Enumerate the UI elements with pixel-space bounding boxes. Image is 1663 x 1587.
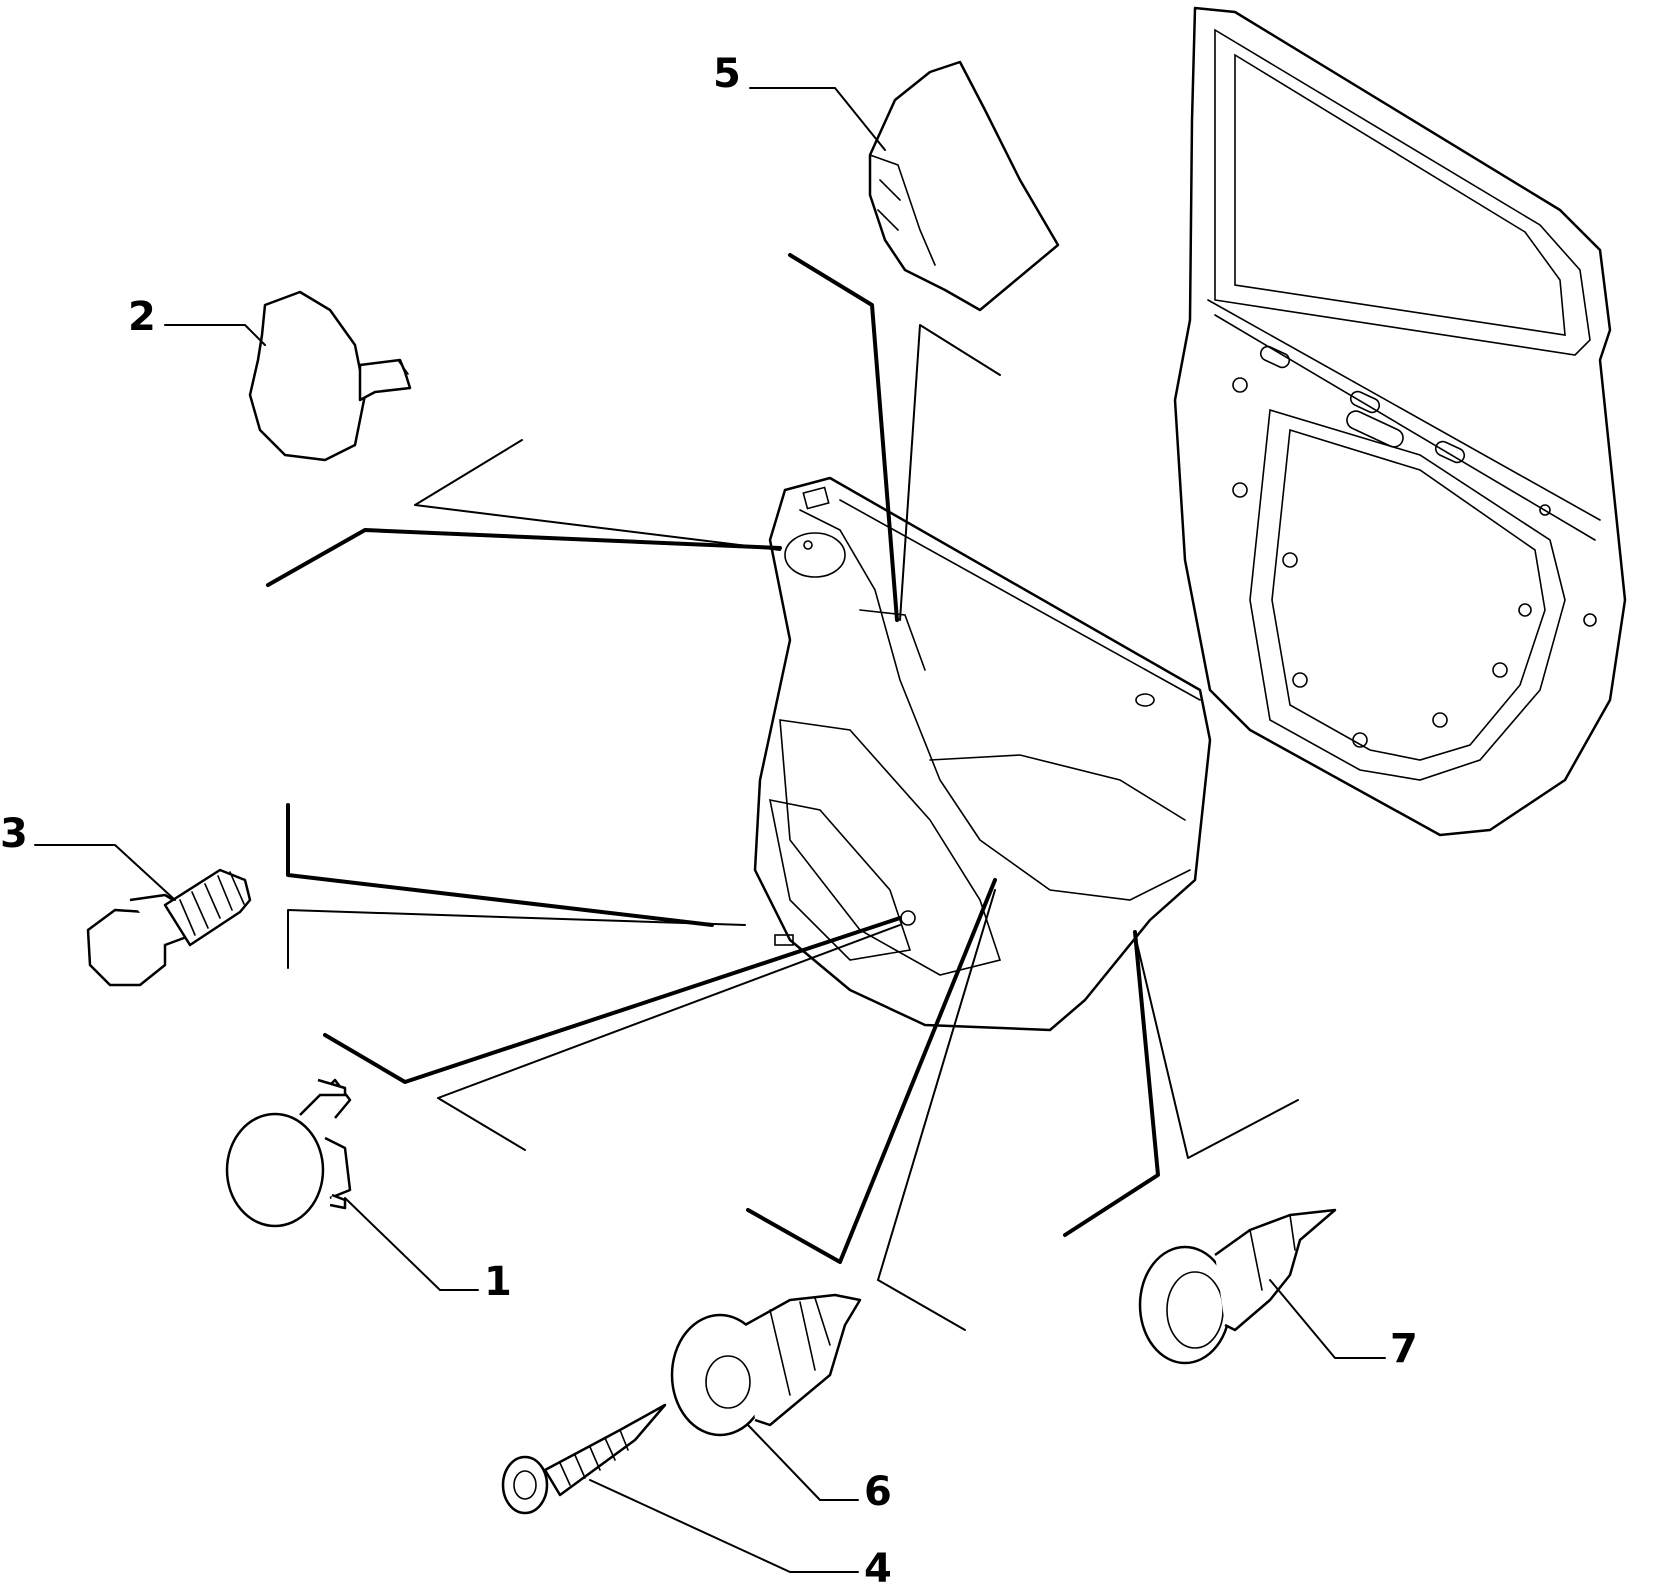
part-screw — [501, 1403, 667, 1515]
assembly-guide-lines — [266, 253, 1299, 1331]
part-push-clip — [1138, 1208, 1337, 1365]
part-bolt — [86, 868, 252, 987]
leader-1 — [344, 1197, 479, 1291]
leader-3 — [34, 844, 176, 901]
leader-5 — [749, 87, 886, 151]
part-armrest-insert — [868, 60, 1060, 312]
callout-3: 3 — [0, 811, 28, 857]
callout-4: 4 — [864, 1546, 892, 1587]
callout-7: 7 — [1390, 1326, 1418, 1372]
callout-leaders — [34, 87, 1386, 1573]
leader-6 — [747, 1424, 859, 1501]
callout-labels: 5 2 3 1 7 6 4 — [0, 51, 1418, 1587]
callout-5: 5 — [713, 51, 741, 97]
part-plug — [225, 1078, 352, 1228]
door-shell — [1173, 6, 1627, 837]
leader-7 — [1269, 1279, 1386, 1359]
callout-2: 2 — [128, 294, 156, 340]
leader-2 — [164, 324, 266, 346]
callout-1: 1 — [484, 1259, 512, 1305]
callout-6: 6 — [864, 1469, 892, 1515]
part-cap-cover — [248, 290, 412, 462]
leader-4 — [589, 1479, 859, 1573]
door-trim-panel — [753, 476, 1212, 1032]
part-grommet — [670, 1293, 862, 1437]
